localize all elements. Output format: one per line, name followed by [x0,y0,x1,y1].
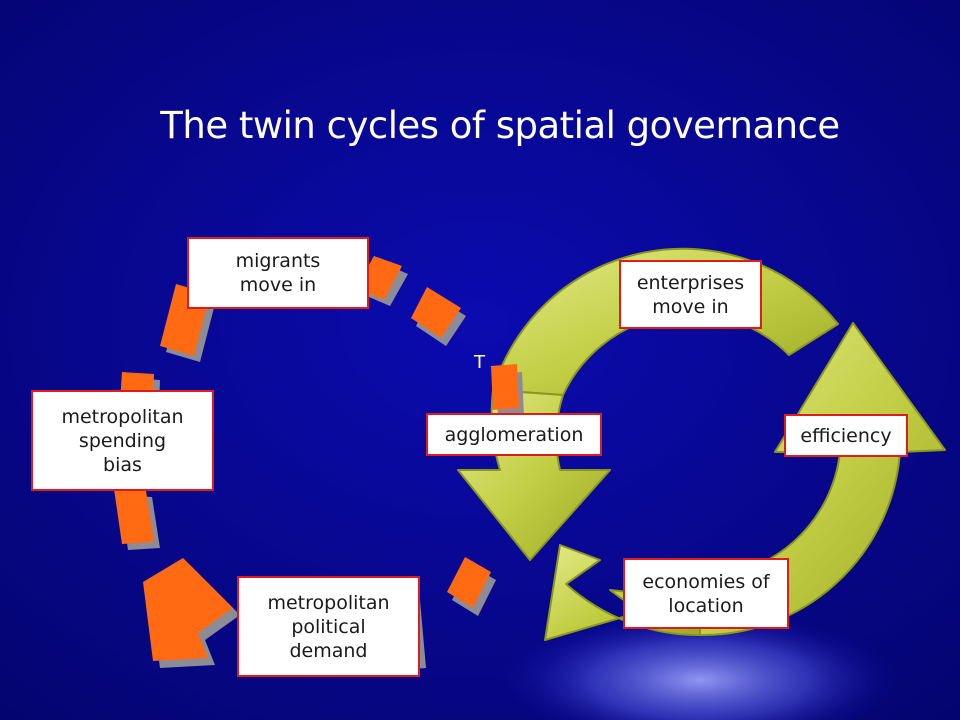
left-cycle-dash [491,364,519,410]
node-efficiency: efficiency [784,414,908,457]
right-cycle-arrowhead-right [699,322,946,637]
left-cycle-arrowhead [143,558,233,661]
node-migrants-move-in: migrants move in [187,237,369,309]
node-metropolitan-spending-bias: metropolitan spending bias [31,390,214,491]
node-economies-of-location: economies of location [623,558,789,629]
node-enterprises-move-in: enterprises move in [619,260,762,329]
left-cycle-dash [411,287,461,338]
slide-title: The twin cycles of spatial governance [160,104,840,147]
text-marker: T [474,352,485,373]
ring-reflection [500,610,900,720]
left-cycle-dash [447,557,491,608]
node-agglomeration: agglomeration [426,413,602,456]
left-cycle-dash [114,489,154,544]
node-metropolitan-political-demand: metropolitan political demand [237,576,420,677]
